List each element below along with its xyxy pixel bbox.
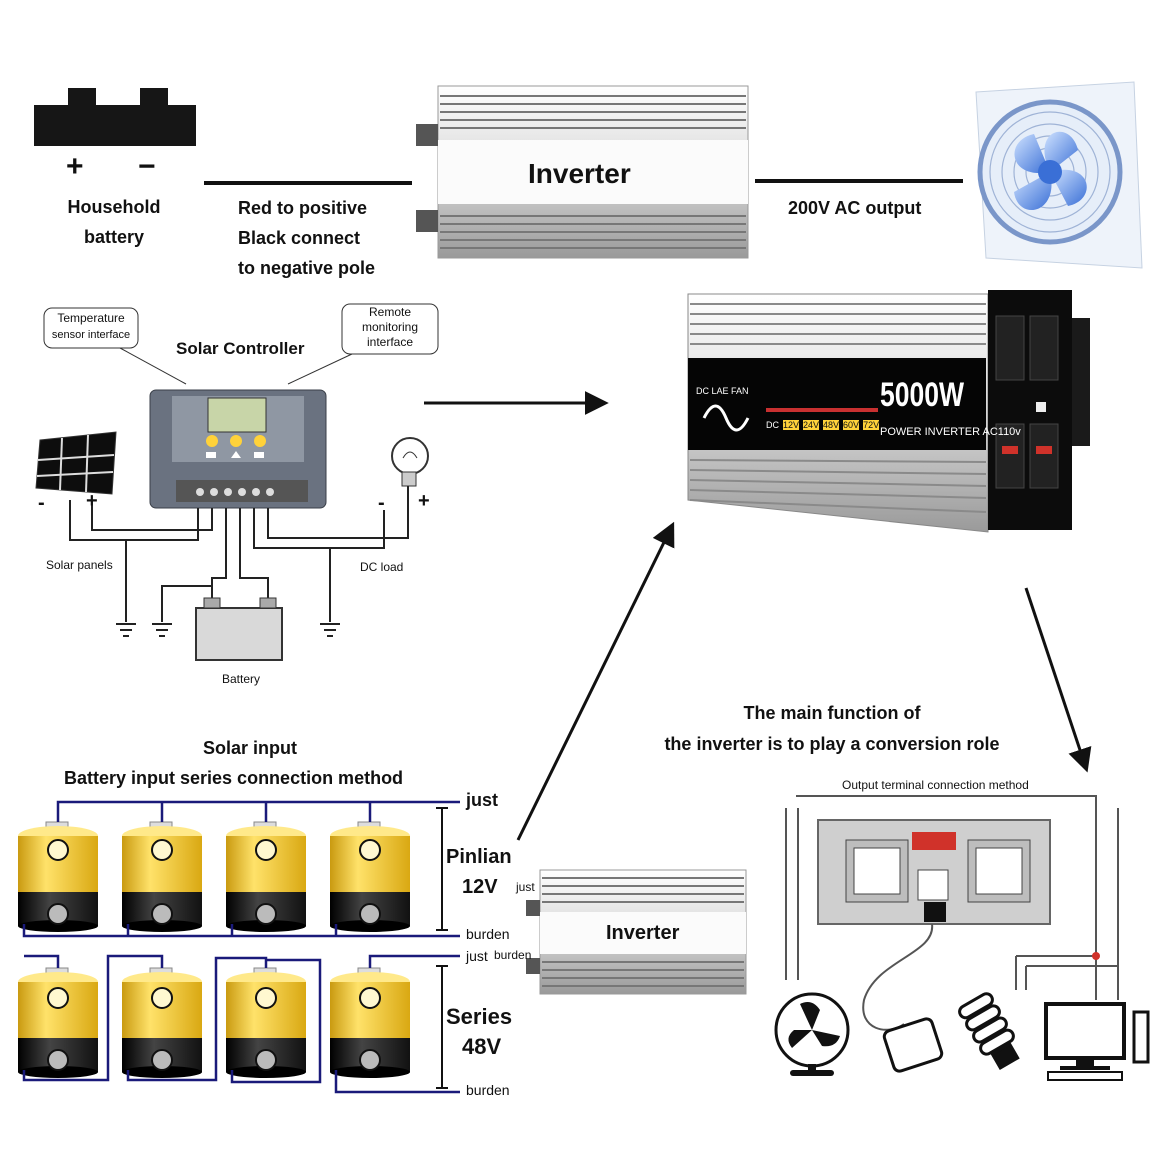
- main-function-line-1: The main function of: [743, 703, 921, 723]
- panel-minus: -: [38, 492, 45, 514]
- light-bulb-icon: [391, 437, 429, 487]
- computer-icon: [1044, 1002, 1150, 1081]
- output-wiring: [785, 795, 1119, 1031]
- temperature-callout: [43, 307, 187, 385]
- series-method-heading: Battery input series connection method: [64, 768, 404, 788]
- panel-plus: +: [86, 490, 98, 512]
- batteries-48v-row: [18, 967, 410, 1078]
- voltage-12v: 12V: [783, 420, 800, 430]
- product-voltage-list: DC 12V 24V 48V 60V 72V: [766, 420, 880, 430]
- wiring-instruction-3: to negative pole: [238, 258, 376, 278]
- parallel-wiring: [22, 800, 460, 938]
- voltage-60v: 60V: [843, 420, 860, 430]
- burden-bottom-label: burden: [466, 1082, 510, 1098]
- cfl-bulb-icon: [958, 992, 1020, 1070]
- household-battery-label-2: battery: [83, 227, 145, 247]
- solar-controller-title: Solar Controller: [176, 339, 305, 358]
- inverter-bottom-icon: [526, 869, 747, 995]
- temp-callout-line-2: sensor interface: [51, 329, 131, 341]
- box-fan-icon: [975, 81, 1143, 269]
- voltage-brackets: [436, 807, 448, 1089]
- series-label: Series: [446, 1004, 513, 1029]
- household-battery-label-1: Household: [67, 197, 161, 217]
- solar-input-heading: Solar input: [203, 738, 297, 758]
- battery-label: Battery: [222, 672, 261, 686]
- v48-label: 48V: [462, 1034, 502, 1059]
- voltage-24v: 24V: [803, 420, 820, 430]
- inverter-5000w-product: [687, 290, 1090, 533]
- inverter-bottom-label: Inverter: [606, 922, 680, 944]
- remote-callout-line-2: monitoring: [361, 320, 419, 334]
- battery-plus-sign: +: [66, 150, 84, 183]
- just-top-label: just: [466, 790, 499, 810]
- junction-dot: [1092, 952, 1100, 960]
- burden-top-label: burden: [466, 926, 510, 942]
- temp-callout-line-1: Temperature: [57, 311, 125, 325]
- remote-callout: [287, 303, 439, 385]
- voltage-72v: 72V: [863, 420, 880, 430]
- smartphone-icon: [882, 1017, 944, 1073]
- batteries-12v-row: [18, 821, 410, 932]
- inverter-just-label: just: [516, 880, 535, 894]
- wiring-instruction-1: Red to positive: [238, 198, 368, 218]
- output-method-label: Output terminal connection method: [842, 778, 1029, 792]
- series-to-inverter-arrow: [516, 521, 675, 841]
- inverter-burden-label: burden: [494, 948, 532, 962]
- remote-callout-line-1: Remote: [368, 305, 412, 319]
- ground-symbols: [116, 623, 340, 637]
- just-bottom-label: just: [466, 948, 488, 964]
- desk-fan-icon: [774, 992, 850, 1076]
- ac-output-label: 200V AC output: [788, 198, 922, 218]
- remote-callout-line-3: interface: [366, 335, 414, 349]
- pinlian-label: Pinlian: [446, 846, 512, 868]
- inverter-to-output-arrow: [1024, 587, 1092, 773]
- series-wiring: [22, 954, 460, 1094]
- dc-load-label: DC load: [360, 560, 404, 574]
- load-minus: -: [378, 492, 385, 514]
- controller-wiring: [69, 486, 409, 622]
- main-function-line-2: the inverter is to play a conversion rol…: [664, 734, 1000, 754]
- product-power-rating: 5000W: [880, 376, 965, 414]
- load-plus: +: [418, 490, 430, 512]
- solar-panel-icon: [35, 431, 117, 495]
- output-panel-icon: [817, 819, 1051, 925]
- inverter-top-icon: [416, 85, 749, 259]
- voltage-48v: 48V: [823, 420, 840, 430]
- battery-minus-sign: −: [138, 150, 156, 183]
- wiring-instruction-2: Black connect: [238, 228, 361, 248]
- v12-label: 12V: [462, 876, 498, 898]
- product-indicators: DC LAE FAN: [696, 386, 749, 396]
- household-battery-icon: [34, 88, 196, 146]
- controller-battery-icon: [195, 597, 283, 661]
- inverter-top-label: Inverter: [528, 158, 631, 189]
- solar-controller-icon: [149, 389, 327, 509]
- voltage-dc: DC: [766, 420, 779, 430]
- product-model: POWER INVERTER AC110v: [880, 426, 1021, 438]
- solar-panels-label: Solar panels: [46, 558, 113, 572]
